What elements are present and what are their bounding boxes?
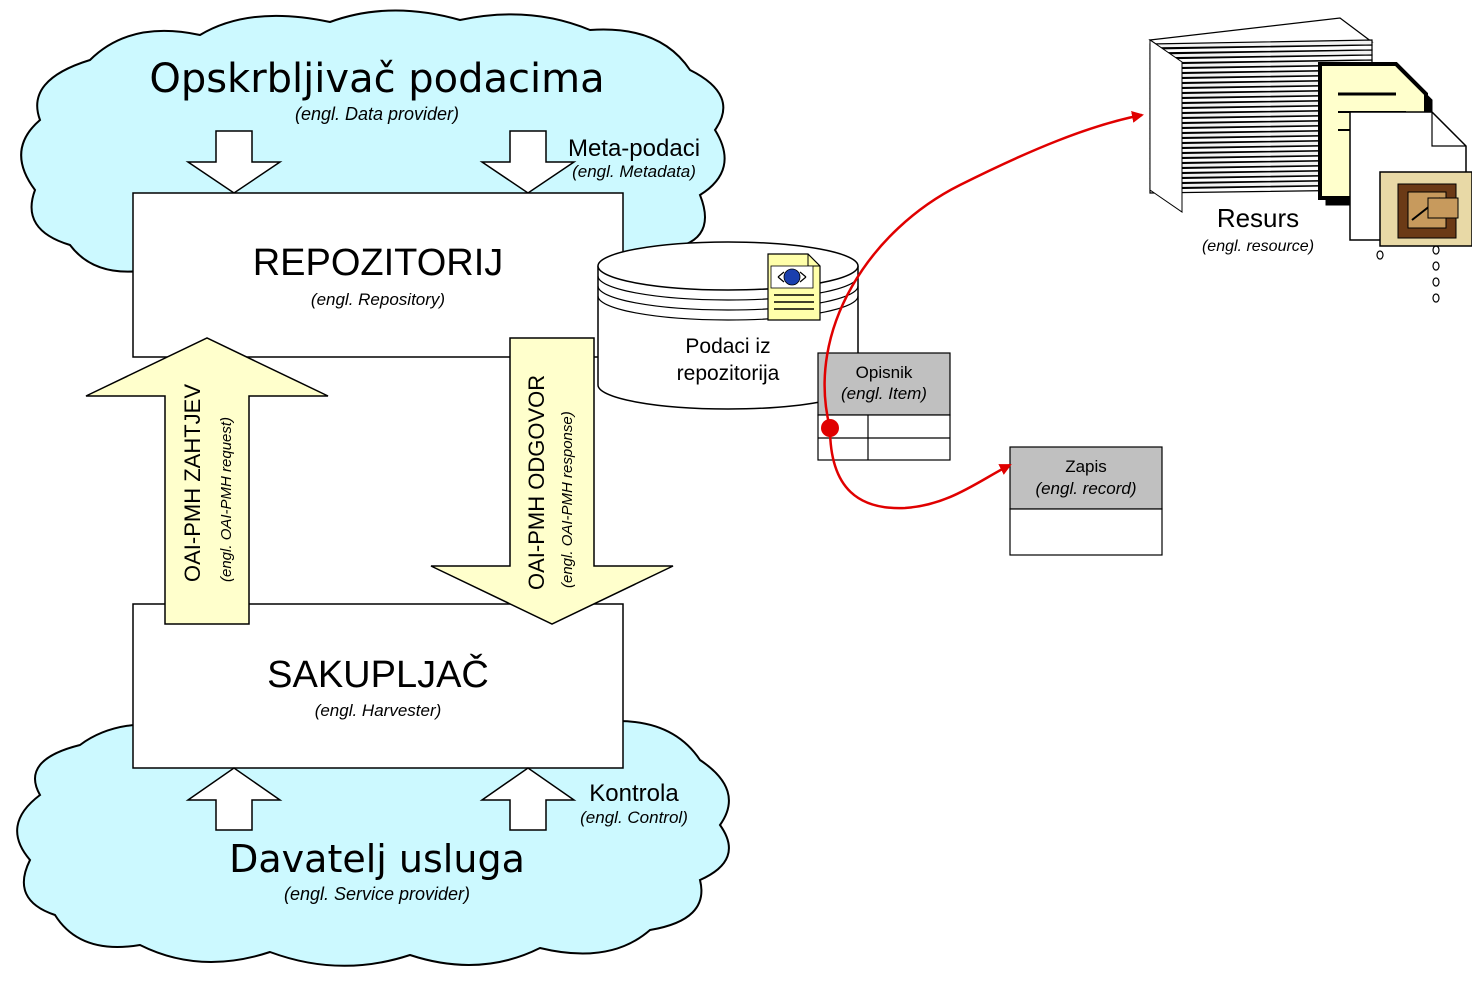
item-to-resource-link [823,110,1144,429]
item-to-record-link [828,427,1012,510]
metadata-down-arrow [479,130,577,194]
record-title: Zapis [1065,457,1107,476]
control-sublabel: (engl. Control) [580,808,688,827]
data-provider-subtitle: (engl. Data provider) [295,104,459,124]
harvester-subtitle: (engl. Harvester) [315,701,442,720]
record-subtitle: (engl. record) [1035,479,1136,498]
request-arrow [85,337,329,625]
folder-icon [1379,171,1472,247]
resource-title: Resurs [1217,203,1299,233]
control-up-arrow [479,767,577,831]
metadata-sublabel: (engl. Metadata) [572,162,696,181]
repository-subtitle: (engl. Repository) [311,290,445,309]
response-arrow-label: OAI-PMH ODGOVOR [524,375,549,590]
xml-document-icon [767,253,821,321]
item-title: Opisnik [856,363,913,382]
service-provider-subtitle: (engl. Service provider) [284,884,470,904]
item-subtitle: (engl. Item) [841,384,927,403]
repository-box [132,192,624,358]
response-arrow-sublabel: (engl. OAI-PMH response) [559,411,576,588]
repo-data-line2: repozitorija [677,362,780,385]
paper-stack-icon [1148,17,1374,213]
link-origin-dot [821,419,839,437]
repo-data-line1: Podaci iz [685,335,770,358]
left-down-arrow [185,130,283,194]
request-arrow-label: OAI-PMH ZAHTJEV [180,384,205,582]
record-table [1009,446,1163,556]
item-table [817,352,951,461]
response-arrow [430,337,674,625]
request-arrow-sublabel: (engl. OAI-PMH request) [218,417,235,582]
repository-title: REPOZITORIJ [253,242,504,284]
harvester-box [132,603,624,769]
control-label: Kontrola [589,780,679,807]
decorative-dots [1376,245,1440,303]
service-provider-title: Davatelj usluga [229,837,525,881]
harvester-title: SAKUPLJAČ [267,652,489,696]
left-up-arrow [185,767,283,831]
data-provider-title: Opskrbljivač podacima [149,56,604,102]
resource-subtitle: (engl. resource) [1202,238,1314,255]
metadata-label: Meta-podaci [568,135,700,162]
